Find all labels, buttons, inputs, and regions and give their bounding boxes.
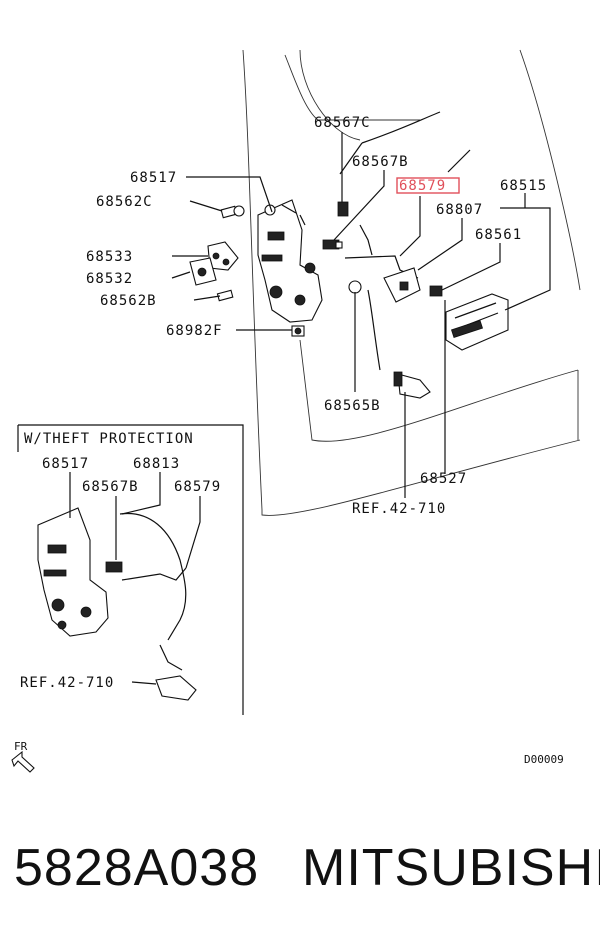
clip-68561 xyxy=(429,285,443,297)
label-68515: 68515 xyxy=(500,178,547,194)
label-68527: 68527 xyxy=(420,471,467,487)
label-68807: 68807 xyxy=(436,202,483,218)
diagram-code: D00009 xyxy=(524,753,564,766)
theft-protection-inset: W/THEFT PROTECTION 68517 68813 68567B 68… xyxy=(17,424,244,715)
direction-label: FR xyxy=(14,740,28,753)
label-68561: 68561 xyxy=(475,227,522,243)
bellcrank-68807 xyxy=(383,267,421,303)
label-68982F: 68982F xyxy=(166,323,223,339)
label-68567C: 68567C xyxy=(314,115,371,131)
inset-label-ref: REF.42-710 xyxy=(20,675,114,691)
label-68533: 68533 xyxy=(86,249,133,265)
inset-label-68567B: 68567B xyxy=(82,479,139,495)
clip-68567C xyxy=(337,201,349,217)
inset-label-68813: 68813 xyxy=(133,456,180,472)
inset-label-68579: 68579 xyxy=(174,479,221,495)
bolt-68982F xyxy=(291,325,305,337)
exploded-parts-diagram: 68567C 68567B 68579 68515 68517 68562C 6… xyxy=(11,49,581,773)
outside-handle-68515 xyxy=(445,293,509,351)
inset-title: W/THEFT PROTECTION xyxy=(24,431,194,447)
label-68532: 68532 xyxy=(86,271,133,287)
label-68517: 68517 xyxy=(130,170,177,186)
inset-lock-cylinder xyxy=(155,675,197,701)
inset-label-68517: 68517 xyxy=(42,456,89,472)
label-68565B: 68565B xyxy=(324,398,381,414)
clip-68567B xyxy=(322,239,343,250)
bracket-68532 xyxy=(189,257,217,286)
screw-68562C xyxy=(220,205,245,219)
leader-lines xyxy=(171,111,551,498)
door-panel-outline xyxy=(242,49,581,516)
clip-68565B xyxy=(348,280,362,294)
label-68562B: 68562B xyxy=(100,293,157,309)
front-direction-indicator: FR xyxy=(11,740,35,773)
label-68567B: 68567B xyxy=(352,154,409,170)
label-68579: 68579 xyxy=(399,178,446,194)
inset-cable-68813 xyxy=(119,512,187,641)
label-68562C: 68562C xyxy=(96,194,153,210)
front-arrow-icon xyxy=(11,750,35,773)
brand-name: MITSUBISHI xyxy=(302,839,600,897)
inset-rod-68579 xyxy=(121,567,187,581)
screw-68562B xyxy=(216,289,234,302)
label-ref-main: REF.42-710 xyxy=(352,501,446,517)
rod-68527 xyxy=(359,224,381,371)
highlight-box-68579 xyxy=(396,177,460,194)
part-number: 5828A038 xyxy=(14,839,260,897)
door-latch-assembly xyxy=(257,199,323,323)
lock-cylinder-main xyxy=(393,371,431,399)
